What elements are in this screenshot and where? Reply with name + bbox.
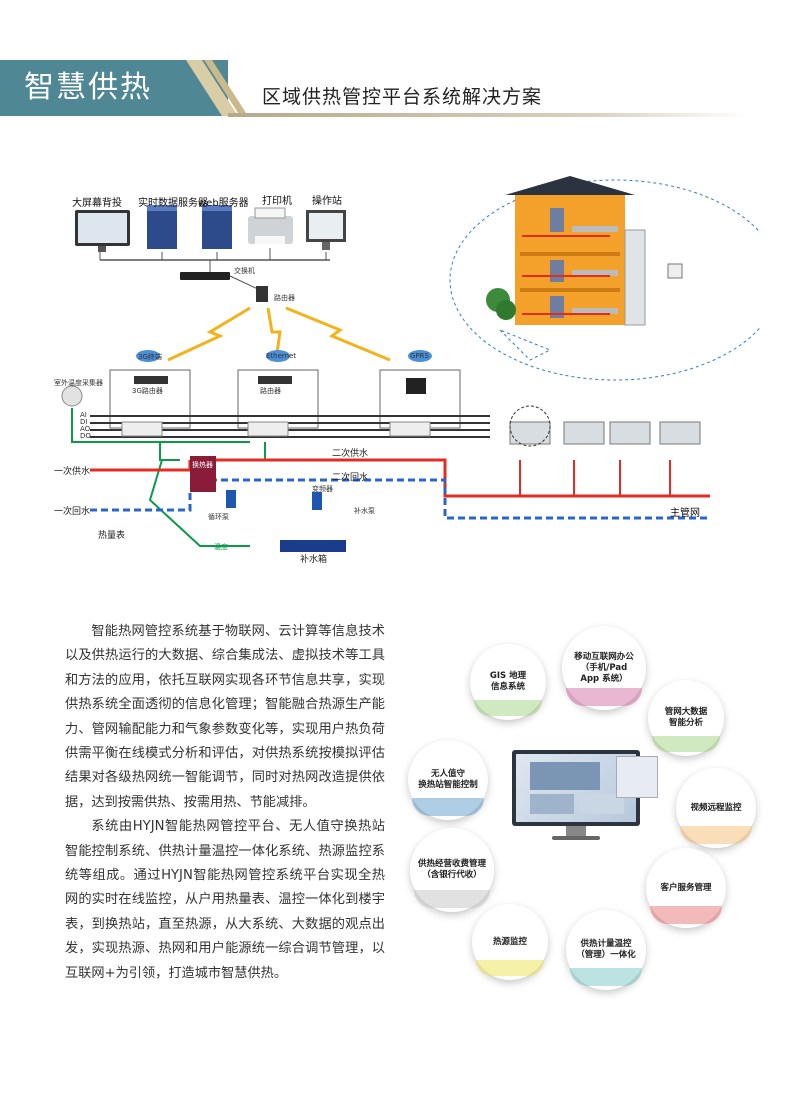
paragraph-2: 系统由HYJN智能热网管控平台、无人值守换热站智能控制系统、供热计量温控一体化系… [65, 819, 385, 981]
row-label-di: DI [80, 418, 88, 426]
bubble-video: 视频远程监控 [676, 768, 756, 848]
system-diagram: 大屏幕背投 实时数据服务器 web服务器 打印机 操作站 交换机 路由器 室外温… [50, 160, 760, 580]
router-label: 路由器 [274, 294, 295, 302]
primary-return-label: 一次回水 [54, 507, 91, 517]
device-label-5: 操作站 [312, 196, 342, 207]
secondary-supply-label: 二次供水 [332, 449, 369, 459]
bubble-heatsource: 热源监控 [472, 904, 548, 980]
tank-label: 补水箱 [300, 555, 328, 565]
bubble-unmanned: 无人值守 换热站智能控制 [408, 740, 488, 820]
web-server-icon [202, 205, 232, 249]
heat-meter-label: 热量表 [98, 531, 126, 541]
gateway-label-1: 3G路由器 [132, 387, 163, 395]
row-label-do: DO [80, 432, 91, 440]
diagram-graphics [61, 176, 760, 552]
bubble-gis: GIS 地理 信息系统 [470, 644, 546, 720]
printer-icon [248, 207, 293, 244]
vfd-label: 变频器 [312, 485, 333, 493]
secondary-return-label: 二次回水 [332, 473, 369, 483]
function-circle: GIS 地理 信息系统 移动互联网办公 （手机/Pad App 系统） 管网大数… [400, 620, 780, 1000]
header-tab [0, 60, 228, 116]
primary-supply-label: 一次供水 [54, 467, 91, 477]
gateway-label-2: 路由器 [260, 387, 281, 395]
switch-icon [180, 272, 230, 280]
server-icon [147, 205, 177, 249]
page-title: 智慧供热 [24, 70, 152, 105]
bubble-metering: 供热计量温控 （管理）一体化 [566, 910, 646, 990]
heat-exchanger-icon [190, 456, 216, 492]
device-label-3: web服务器 [198, 198, 249, 209]
tag-3g: 3G终端 [138, 353, 162, 361]
heat-exchanger-label: 换热器 [192, 461, 213, 469]
circ-pump-label: 循环泵 [208, 513, 229, 521]
bubble-customer: 客户服务管理 [646, 848, 726, 928]
header-gold-stripe [186, 60, 246, 116]
makeup-tank-icon [280, 540, 346, 552]
device-screen-icon [75, 210, 130, 252]
router-icon [256, 286, 268, 302]
main-network-label: 主管网 [670, 508, 700, 519]
makeup-pump-label: 补水泵 [354, 507, 375, 515]
switch-label: 交换机 [234, 267, 255, 275]
bubble-billing: 供热经营收费管理 （含银行代收） [410, 828, 494, 912]
tag-gprs: GPRS [410, 352, 429, 360]
header-rule [228, 113, 748, 117]
device-label-1: 大屏幕背投 [72, 198, 122, 209]
temp-label: 温度 [214, 543, 228, 551]
bubble-mobile: 移动互联网办公 （手机/Pad App 系统） [562, 626, 646, 710]
row-label-ai: AI [80, 411, 87, 419]
device-label-2: 实时数据服务器 [138, 198, 208, 209]
device-label-4: 打印机 [262, 196, 292, 207]
operator-station-icon [306, 210, 346, 250]
page-subtitle: 区域供热管控平台系统解决方案 [262, 86, 543, 108]
outdoor-sensor-label: 室外温度采集器 [54, 379, 103, 387]
bubble-bigdata: 管网大数据 智能分析 [648, 680, 724, 756]
monitor-icon [512, 750, 662, 845]
body-text: 智能热网管控系统基于物联网、云计算等信息技术以及供热运行的大数据、综合集成法、虚… [65, 620, 385, 986]
paragraph-1: 智能热网管控系统基于物联网、云计算等信息技术以及供热运行的大数据、综合集成法、虚… [65, 624, 385, 810]
house-icon [486, 176, 683, 326]
tag-ethernet: Ethernet [266, 352, 297, 360]
row-label-ao: AO [80, 425, 91, 433]
